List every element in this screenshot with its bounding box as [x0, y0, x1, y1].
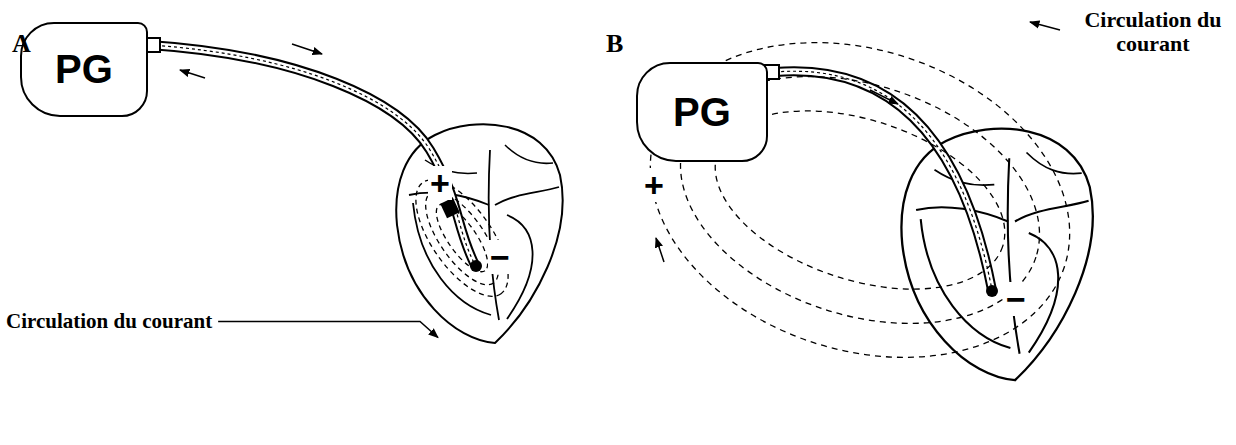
- electrode-polarity: −: [488, 240, 512, 274]
- leader-line: [218, 322, 438, 338]
- electrode-polarity: +: [428, 166, 452, 200]
- heart-outline: [396, 124, 562, 343]
- electrode-polarity: −: [1004, 282, 1028, 316]
- current-field: [609, 0, 1111, 409]
- panel-letter: B: [606, 30, 623, 59]
- pacing-lead: [775, 71, 992, 290]
- pulse-generator: PG: [636, 62, 768, 162]
- current-field: [398, 165, 525, 311]
- electrode-polarity: +: [642, 168, 666, 202]
- lead-connector: [146, 38, 160, 52]
- panel-letter: A: [12, 30, 31, 59]
- generator-label: PG: [55, 47, 113, 92]
- current-arrow: [180, 44, 322, 78]
- tip-electrode: [986, 285, 998, 297]
- heart-outline: [901, 129, 1092, 381]
- generator-label: PG: [673, 90, 731, 135]
- callout-label: Circulation du courant: [6, 310, 212, 333]
- callout-label: Circulation du courant: [1078, 8, 1228, 56]
- pulse-generator: PG: [20, 22, 148, 117]
- pacing-lead: [150, 45, 475, 265]
